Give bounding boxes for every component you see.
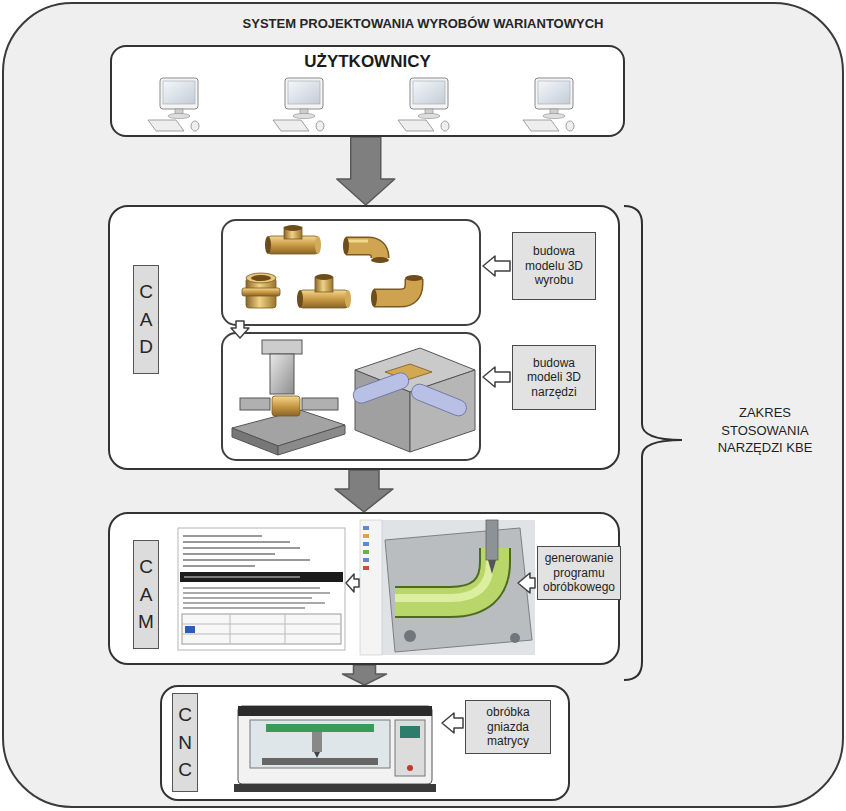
step-label: obróbka gniazda matrycy — [470, 705, 546, 748]
computer-icons — [148, 78, 574, 131]
scope-bracket — [624, 206, 682, 680]
stage-letters: C N C — [172, 693, 198, 792]
system-heading: SYSTEM PROJEKTOWANIA WYROBÓW WARIANTOWYC… — [4, 16, 842, 31]
step-box: budowa modelu 3D wyrobu — [512, 232, 596, 300]
stage-letters: C A D — [133, 265, 159, 374]
section-heading: UŻYTKOWNICY — [112, 52, 623, 72]
stage-panel: C N C obróbka gniazda matrycy — [160, 685, 570, 801]
box-fills — [3, 3, 843, 807]
stage-letters: C A M — [133, 540, 159, 649]
flow-arrow — [343, 665, 387, 685]
toolpath-image — [360, 520, 535, 655]
cnc-machine-image — [234, 706, 436, 792]
hollow-arrows — [231, 256, 535, 733]
step-box: obróbka gniazda matrycy — [465, 700, 551, 754]
flow-arrow — [337, 137, 395, 205]
flow-arrow — [335, 470, 393, 512]
scope-label: ZAKRES STOSOWANIA NARZĘDZI KBE — [695, 404, 835, 457]
step-label: generowanie programu obróbkowego — [542, 551, 616, 594]
step-box: budowa modeli 3D narzędzi — [512, 345, 596, 410]
nc-code-image — [178, 528, 345, 650]
step-box: generowanie programu obróbkowego — [537, 546, 621, 600]
stage-panel: C A M generowanie programu obróbkowego — [108, 512, 620, 665]
fitting-models — [242, 225, 423, 308]
users-panel: UŻYTKOWNICY — [110, 45, 625, 137]
image-frames — [222, 220, 480, 460]
tool-models — [232, 340, 475, 455]
stage-panel: C A D budowa modelu 3D wyrobu budowa model… — [108, 205, 620, 470]
step-label: budowa modelu 3D wyrobu — [517, 244, 591, 287]
step-label: budowa modeli 3D narzędzi — [517, 356, 591, 399]
